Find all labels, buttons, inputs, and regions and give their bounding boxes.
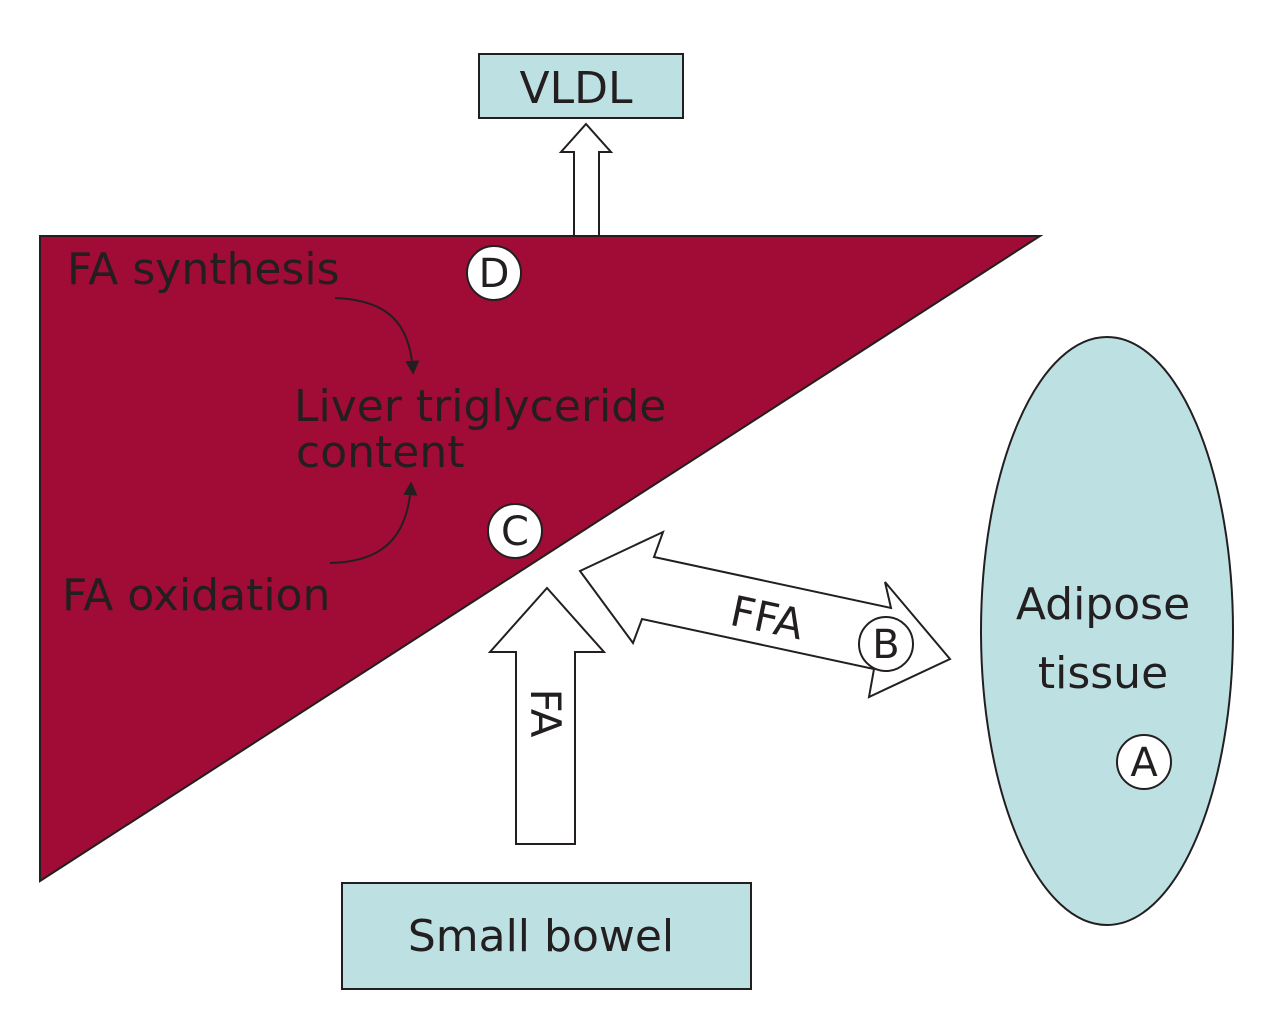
adipose-label-line2: tissue: [1038, 648, 1168, 699]
ffa-exchange-arrow: [578, 530, 952, 699]
fa-oxidation-label: FA oxidation: [62, 570, 330, 621]
vldl-box: [478, 53, 684, 119]
vldl-label: VLDL: [519, 63, 632, 114]
oxidation-curve-arrow: [329, 481, 418, 564]
small-bowel-box: [341, 882, 752, 990]
marker-c: C: [487, 503, 543, 559]
marker-b-text: B: [872, 622, 899, 668]
small-bowel-label: Small bowel: [408, 911, 674, 962]
marker-c-text: C: [501, 509, 529, 555]
synthesis-curve-arrow: [334, 297, 420, 375]
liver-tg-label-line1: Liver triglyceride: [294, 381, 666, 432]
marker-a-text: A: [1130, 740, 1158, 786]
marker-a: A: [1116, 734, 1172, 790]
fa-uptake-arrow: [487, 586, 607, 845]
liver-tg-label-line2: content: [296, 427, 464, 478]
fa-synthesis-label: FA synthesis: [67, 244, 340, 295]
liver-shape: [39, 235, 1044, 883]
marker-b: B: [858, 616, 914, 672]
marker-d-text: D: [479, 251, 510, 297]
adipose-label-line1: Adipose: [1016, 579, 1190, 630]
adipose-tissue-shape: [980, 336, 1234, 926]
fa-arrow-label: FA: [521, 688, 570, 737]
vldl-export-arrow: [558, 122, 614, 237]
marker-d: D: [466, 245, 522, 301]
